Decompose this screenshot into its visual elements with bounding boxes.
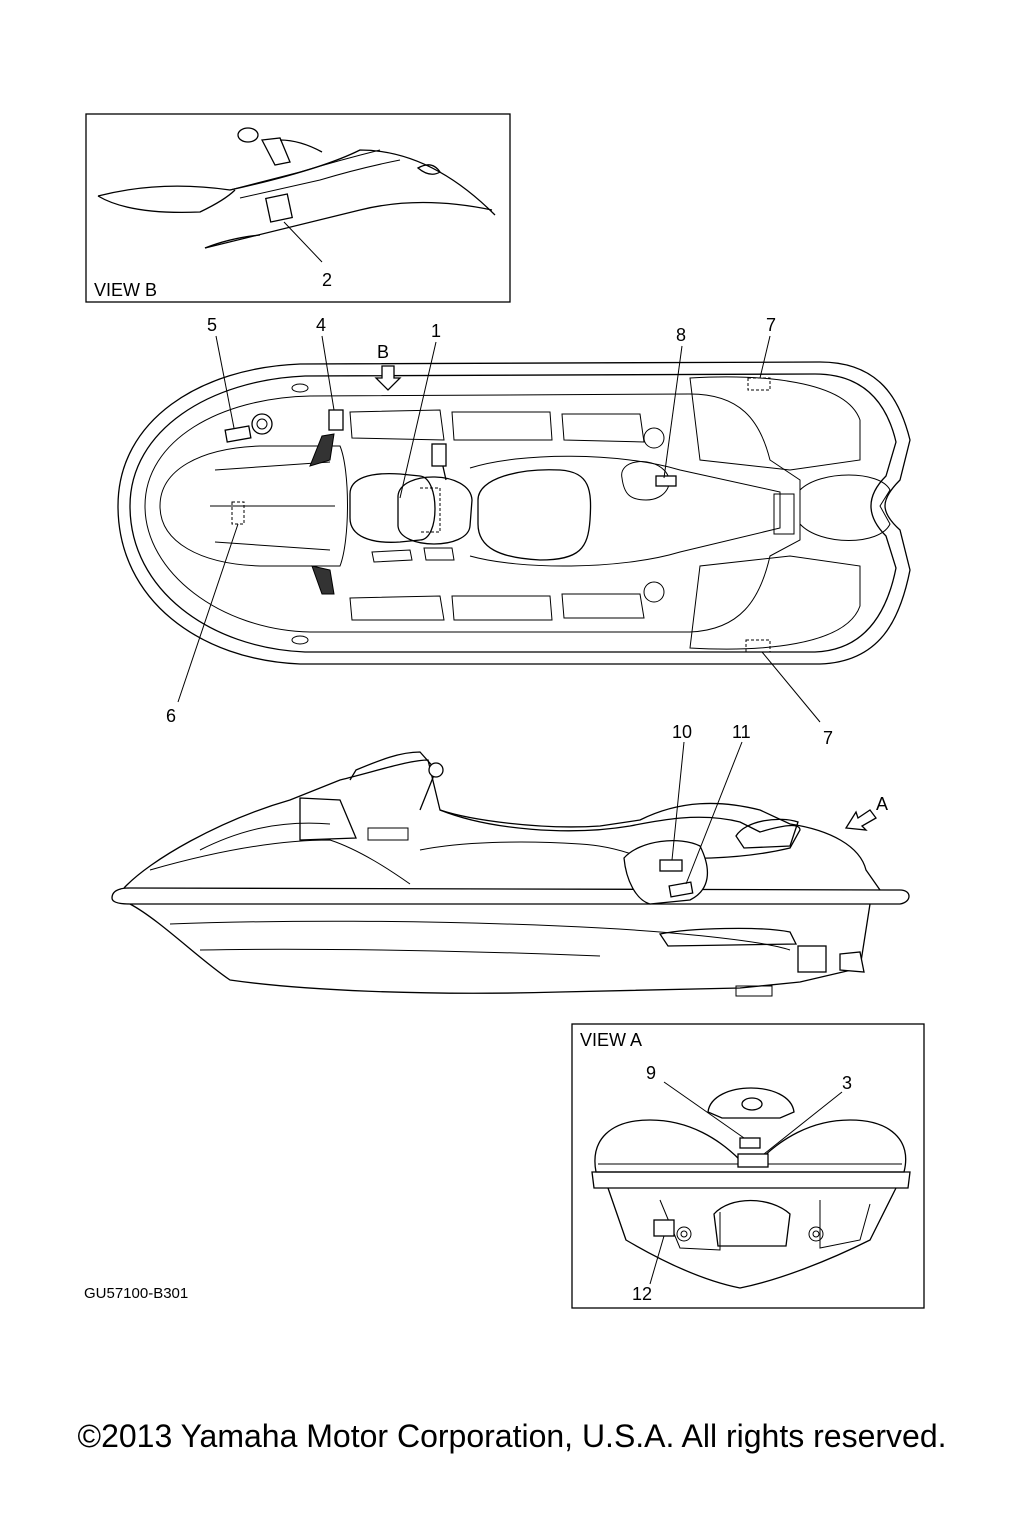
label-12-marker	[653, 1219, 675, 1237]
hull-outline	[117, 361, 911, 665]
callout-4: 4	[316, 315, 326, 335]
label-5-marker	[224, 425, 252, 443]
callout-2: 2	[322, 270, 332, 290]
view-a-title: VIEW A	[580, 1030, 642, 1050]
view-a-arrow-icon	[844, 809, 877, 831]
callout-6: 6	[166, 706, 176, 726]
view-b-title: VIEW B	[94, 280, 157, 300]
callout-3: 3	[842, 1073, 852, 1093]
label-8-marker	[655, 475, 677, 487]
view-a-inset: VIEW A 9 3 12	[571, 1023, 925, 1309]
label-4-marker	[328, 409, 344, 431]
label-11-marker	[668, 881, 694, 898]
callout-9: 9	[646, 1063, 656, 1083]
intake-grate	[658, 927, 798, 947]
view-a-frame	[571, 1023, 925, 1309]
callout-5: 5	[207, 315, 217, 335]
callout-7-top: 7	[766, 315, 776, 335]
label-10-marker	[659, 859, 683, 872]
jet-nozzle	[797, 945, 827, 973]
callout-7-bottom: 7	[823, 728, 833, 748]
view-b-inset: 2 VIEW B	[85, 113, 511, 303]
seat	[477, 469, 592, 561]
side-hull-rail	[111, 887, 910, 905]
rear-deck-rail	[591, 1171, 911, 1189]
top-view: B 5 4 1 8 7 6 7	[117, 315, 911, 748]
label-2-marker	[264, 193, 294, 223]
fuel-cap-icon	[251, 413, 273, 435]
label-6-marker	[231, 501, 245, 525]
callout-11: 11	[732, 722, 751, 742]
side-cover-panel	[623, 840, 709, 905]
label-3-marker	[737, 1153, 769, 1168]
handlebar-grip-icon	[237, 127, 259, 143]
view-b-arrow-label: B	[377, 342, 389, 362]
label-7-marker-bottom	[745, 639, 771, 653]
diagram-code: GU57100-B301	[84, 1285, 188, 1302]
view-a-arrow-label: A	[876, 794, 888, 814]
label-7-marker-top	[747, 377, 771, 391]
callout-8: 8	[676, 325, 686, 345]
view-b-hull	[97, 149, 496, 216]
label-9-marker	[739, 1137, 761, 1149]
jet-pump-rear	[713, 1199, 791, 1247]
copyright-notice: ©2013 Yamaha Motor Corporation, U.S.A. A…	[77, 1418, 947, 1454]
callout-12: 12	[632, 1284, 652, 1304]
callout-10: 10	[672, 722, 692, 742]
side-view: 10 11 A	[111, 722, 910, 997]
callout-1: 1	[431, 321, 441, 341]
view-b-frame	[85, 113, 511, 303]
view-b-arrow-icon	[374, 365, 402, 391]
